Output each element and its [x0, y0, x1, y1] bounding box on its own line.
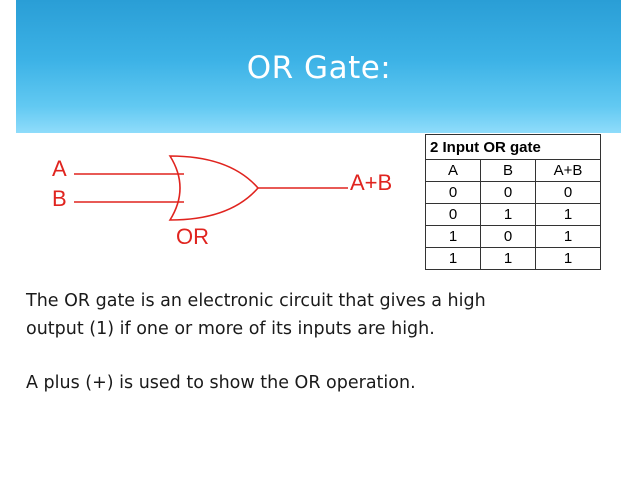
table-caption-row: 2 Input OR gate: [425, 134, 601, 160]
table-row: 1 0 1: [425, 225, 601, 248]
table-header-cell: B: [480, 159, 536, 182]
table-cell: 0: [535, 181, 601, 204]
table-row: 0 1 1: [425, 203, 601, 226]
body-line: The OR gate is an electronic circuit tha…: [26, 291, 486, 311]
table-cell: 0: [480, 225, 536, 248]
table-cell: 1: [425, 247, 481, 270]
table-caption: 2 Input OR gate: [425, 134, 601, 160]
table-header-cell: A+B: [535, 159, 601, 182]
table-cell: 1: [480, 203, 536, 226]
body-text: The OR gate is an electronic circuit tha…: [26, 287, 606, 397]
output-label: A+B: [350, 170, 393, 195]
body-line: output (1) if one or more of its inputs …: [26, 319, 435, 339]
or-gate-body: [168, 155, 260, 221]
gate-label: OR: [176, 224, 209, 249]
table-cell: 0: [425, 181, 481, 204]
table-cell: 1: [535, 225, 601, 248]
table-cell: 1: [535, 247, 601, 270]
table-cell: 1: [425, 225, 481, 248]
table-cell: 0: [425, 203, 481, 226]
table-row: 0 0 0: [425, 181, 601, 204]
input-a-label: A: [52, 156, 67, 181]
header-band: [16, 0, 621, 133]
input-b-label: B: [52, 186, 67, 211]
body-line: A plus (+) is used to show the OR operat…: [26, 373, 416, 393]
table-cell: 1: [535, 203, 601, 226]
paragraph-gap: [26, 343, 606, 369]
or-gate-diagram: A B A+B OR: [40, 150, 420, 260]
truth-table: 2 Input OR gate A B A+B 0 0 0 0 1 1 1 0 …: [425, 134, 601, 270]
or-gate-symbol: [74, 155, 348, 221]
table-cell: 1: [480, 247, 536, 270]
table-cell: 0: [480, 181, 536, 204]
table-row: 1 1 1: [425, 247, 601, 270]
slide-title: OR Gate:: [246, 50, 392, 86]
table-header-row: A B A+B: [425, 159, 601, 182]
table-header-cell: A: [425, 159, 481, 182]
